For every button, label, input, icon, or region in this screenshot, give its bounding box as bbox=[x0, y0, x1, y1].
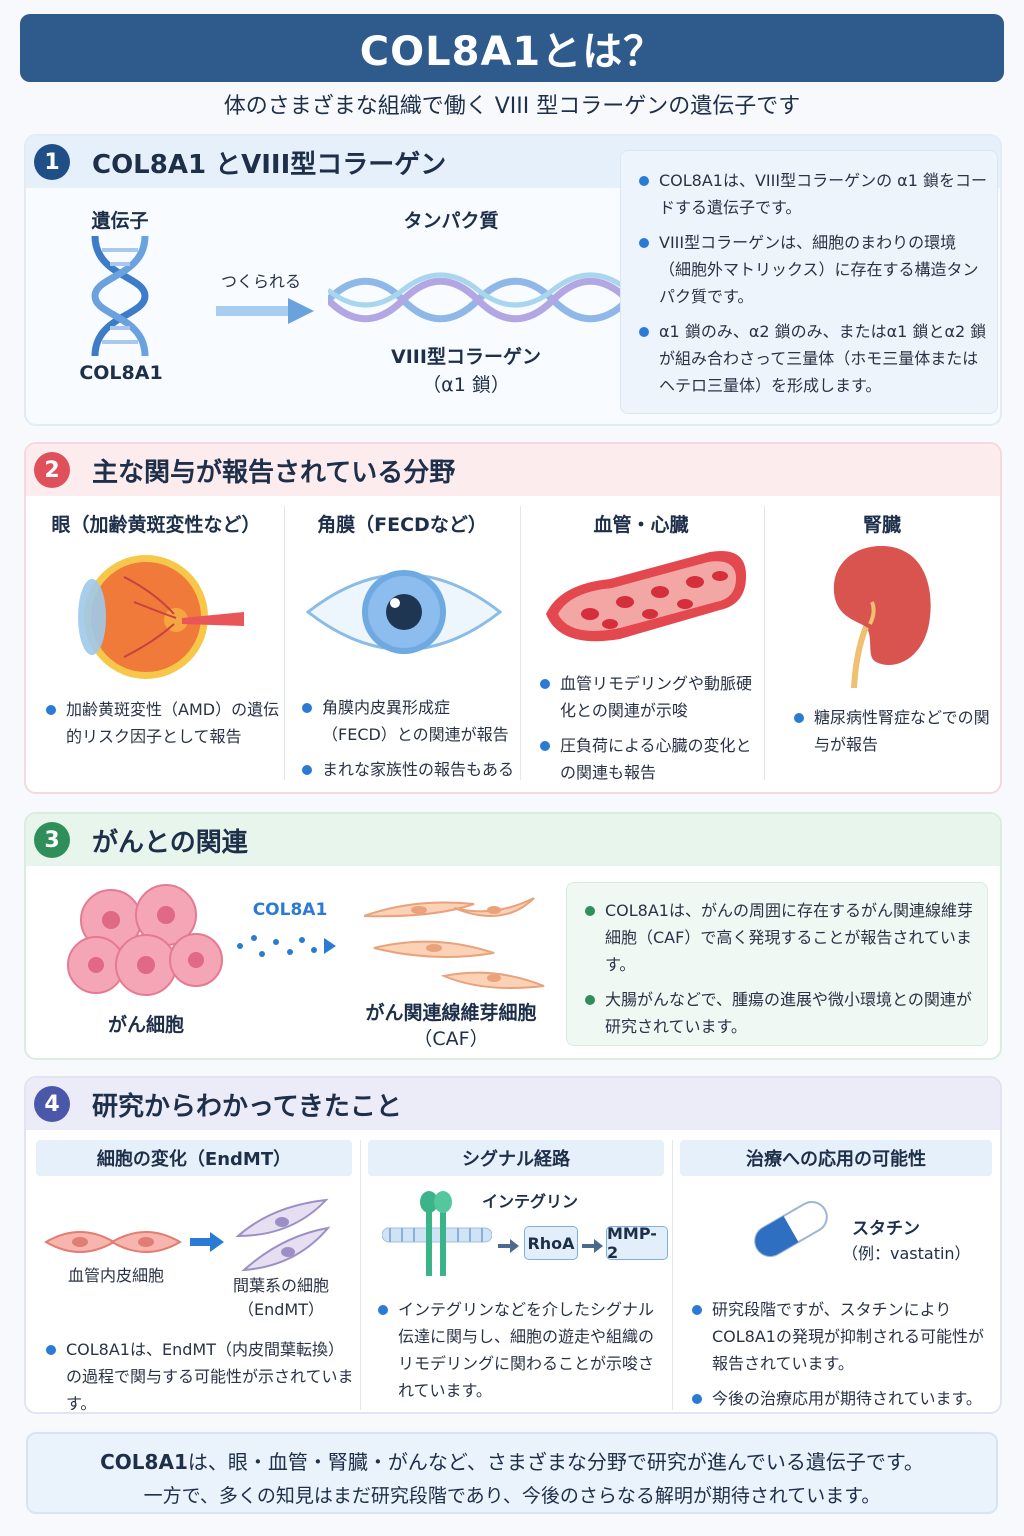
cornea-eye-icon bbox=[304, 552, 504, 676]
endothelial-cells-icon bbox=[42, 1222, 192, 1266]
signal-bullets: インテグリンなどを介したシグナル伝達に関与し、細胞の遊走や組織のリモデリングに関… bbox=[372, 1296, 668, 1412]
mesenchymal-cells-icon bbox=[232, 1196, 332, 1280]
secretion-arrow-icon bbox=[232, 926, 342, 970]
section-2: 2 主な関与が報告されている分野 眼（加齢黄斑変性など） 加齢黄斑変性（AMD）… bbox=[24, 442, 1002, 794]
section-3-number: 3 bbox=[34, 822, 70, 858]
arrow-right-icon bbox=[498, 1238, 520, 1258]
field-bullet: 加齢黄斑変性（AMD）の遺伝的リスク因子として報告 bbox=[40, 696, 280, 750]
section-4-body: 細胞の変化（EndMT） シグナル経路 治療への応用の可能性 血管内皮細 bbox=[26, 1130, 1000, 1412]
field-bullets-vessel: 血管リモデリングや動脈硬化との関連が示唆 圧負荷による心臓の変化との関連も報告 bbox=[534, 670, 759, 792]
summary-line-1-text: は、眼・血管・腎臓・がんなど、さまざまな分野で研究が進んでいる遺伝子です。 bbox=[187, 1450, 924, 1474]
gene-name-blue: COL8A1 bbox=[252, 900, 328, 920]
kidney-icon bbox=[826, 542, 936, 696]
section-3-bullets: COL8A1は、がんの周囲に存在するがん関連線維芽細胞（CAF）で高く発現するこ… bbox=[579, 897, 977, 1040]
therapy-bullets: 研究段階ですが、スタチンによりCOL8A1の発現が抑制される可能性が報告されてい… bbox=[686, 1296, 996, 1412]
section-1-title: COL8A1 とVIII型コラーゲン bbox=[92, 149, 447, 180]
integrin-label: インテグリン bbox=[482, 1192, 579, 1211]
blood-vessel-icon bbox=[540, 544, 750, 658]
caf-label: がん関連線維芽細胞 bbox=[365, 1002, 537, 1024]
mmp2-box: MMP-2 bbox=[606, 1224, 668, 1262]
section-1-bullet: COL8A1は、VIII型コラーゲンの α1 鎖をコードする遺伝子です。 bbox=[633, 167, 987, 221]
field-bullet: まれな家族性の報告もある bbox=[296, 756, 516, 783]
section-3-title: がんとの関連 bbox=[92, 827, 248, 858]
mesenchymal-sub: （EndMT） bbox=[238, 1300, 324, 1319]
section-1-bullets: COL8A1は、VIII型コラーゲンの α1 鎖をコードする遺伝子です。 VII… bbox=[633, 167, 987, 399]
protein-label: タンパク質 bbox=[403, 210, 499, 232]
capsule-icon bbox=[746, 1194, 836, 1268]
section-4-header: 4 研究からわかってきたこと bbox=[26, 1078, 1000, 1130]
section-3-info-box: COL8A1は、がんの周囲に存在するがん関連線維芽細胞（CAF）で高く発現するこ… bbox=[566, 882, 988, 1046]
field-heading-eye: 眼（加齢黄斑変性など） bbox=[51, 514, 261, 536]
page-subtitle: 体のさまざまな組織で働く VIII 型コラーゲンの遺伝子です bbox=[223, 94, 801, 119]
section-4: 4 研究からわかってきたこと 細胞の変化（EndMT） シグナル経路 治療への応… bbox=[24, 1076, 1002, 1414]
summary-line-2: 一方で、多くの知見はまだ研究段階であり、今後のさらなる解明が期待されています。 bbox=[143, 1485, 881, 1507]
section-1-bullet: VIII型コラーゲンは、細胞のまわりの環境（細胞外マトリックス）に存在する構造タ… bbox=[633, 229, 987, 310]
eye-anatomy-icon bbox=[64, 552, 244, 686]
page-title: COL8A1とは？ bbox=[20, 14, 1004, 82]
caf-sub: （CAF） bbox=[413, 1028, 489, 1050]
signal-bullet: インテグリンなどを介したシグナル伝達に関与し、細胞の遊走や組織のリモデリングに関… bbox=[372, 1296, 668, 1404]
section-3-bullet: 大腸がんなどで、腫瘍の進展や微小環境との関連が研究されています。 bbox=[579, 986, 977, 1040]
endothelial-label: 血管内皮細胞 bbox=[67, 1266, 164, 1285]
statin-label: スタチン bbox=[852, 1219, 920, 1239]
statin-sub: （例：vastatin） bbox=[842, 1244, 971, 1263]
therapy-bullet: 研究段階ですが、スタチンによりCOL8A1の発現が抑制される可能性が報告されてい… bbox=[686, 1296, 996, 1377]
section-2-number: 2 bbox=[34, 452, 70, 488]
field-bullet: 角膜内皮異形成症（FECD）との関連が報告 bbox=[296, 694, 516, 748]
cancer-cell-cluster-icon bbox=[66, 880, 226, 1004]
arrow-text: つくられる bbox=[220, 272, 301, 291]
section-1-number: 1 bbox=[34, 144, 70, 180]
field-heading-kidney: 腎臓 bbox=[862, 514, 901, 536]
collagen-fiber-icon bbox=[325, 270, 631, 334]
field-bullet: 糖尿病性腎症などでの関与が報告 bbox=[788, 704, 998, 758]
field-bullets-cornea: 角膜内皮異形成症（FECD）との関連が報告 まれな家族性の報告もある bbox=[296, 694, 516, 791]
arrow-right-icon bbox=[216, 296, 316, 330]
mesenchymal-label: 間葉系の細胞 bbox=[232, 1276, 329, 1295]
field-heading-cornea: 角膜（FECDなど） bbox=[317, 514, 487, 536]
protein-sub: （α1 鎖） bbox=[422, 374, 510, 396]
section-3-bullet: COL8A1は、がんの周囲に存在するがん関連線維芽細胞（CAF）で高く発現するこ… bbox=[579, 897, 977, 978]
endmt-bullet: COL8A1は、EndMT（内皮間葉転換）の過程で関与する可能性が示されています… bbox=[40, 1336, 358, 1412]
field-bullets-eye: 加齢黄斑変性（AMD）の遺伝的リスク因子として報告 bbox=[40, 696, 280, 758]
rhoa-box: RhoA bbox=[524, 1226, 578, 1260]
section-3: 3 がんとの関連 がん細胞 COL8A1 bbox=[24, 812, 1002, 1060]
section-4-number: 4 bbox=[34, 1086, 70, 1122]
field-bullets-kidney: 糖尿病性腎症などでの関与が報告 bbox=[788, 704, 998, 766]
summary-gene-name: COL8A1 bbox=[100, 1450, 188, 1474]
summary-line-1: COL8A1は、眼・血管・腎臓・がんなど、さまざまな分野で研究が進んでいる遺伝子… bbox=[28, 1446, 996, 1475]
section-1-bullet: α1 鎖のみ、α2 鎖のみ、またはα1 鎖とα2 鎖が組み合わさって三量体（ホモ… bbox=[633, 318, 987, 399]
signal-heading: シグナル経路 bbox=[368, 1140, 664, 1176]
section-3-header: 3 がんとの関連 bbox=[26, 814, 1000, 866]
arrow-right-icon bbox=[582, 1238, 604, 1258]
field-bullet: 圧負荷による心臓の変化との関連も報告 bbox=[534, 732, 759, 786]
section-1: 1 COL8A1 とVIII型コラーゲン 遺伝子 COL8A1 つくられる タン… bbox=[24, 134, 1002, 426]
section-2-header: 2 主な関与が報告されている分野 bbox=[26, 444, 1000, 496]
therapy-heading: 治療への応用の可能性 bbox=[680, 1140, 992, 1176]
protein-name: VIII型コラーゲン bbox=[391, 346, 541, 368]
endmt-bullets: COL8A1は、EndMT（内皮間葉転換）の過程で関与する可能性が示されています… bbox=[40, 1336, 358, 1412]
integrin-membrane-icon bbox=[381, 1188, 493, 1282]
gene-name: COL8A1 bbox=[79, 362, 163, 384]
dna-icon bbox=[80, 235, 160, 360]
fibroblast-cells-icon bbox=[344, 888, 554, 1002]
section-4-title: 研究からわかってきたこと bbox=[92, 1091, 402, 1122]
summary-footer: COL8A1は、眼・血管・腎臓・がんなど、さまざまな分野で研究が進んでいる遺伝子… bbox=[26, 1432, 998, 1514]
section-2-title: 主な関与が報告されている分野 bbox=[92, 457, 456, 488]
field-heading-vessel: 血管・心臓 bbox=[593, 514, 689, 536]
arrow-right-icon bbox=[190, 1230, 226, 1258]
gene-label: 遺伝子 bbox=[91, 210, 149, 232]
endmt-heading: 細胞の変化（EndMT） bbox=[36, 1140, 352, 1176]
field-bullet: 血管リモデリングや動脈硬化との関連が示唆 bbox=[534, 670, 759, 724]
section-1-info-box: COL8A1は、VIII型コラーゲンの α1 鎖をコードする遺伝子です。 VII… bbox=[620, 150, 998, 414]
therapy-bullet: 今後の治療応用が期待されています。 bbox=[686, 1385, 996, 1412]
cancer-cell-label: がん細胞 bbox=[107, 1014, 184, 1036]
